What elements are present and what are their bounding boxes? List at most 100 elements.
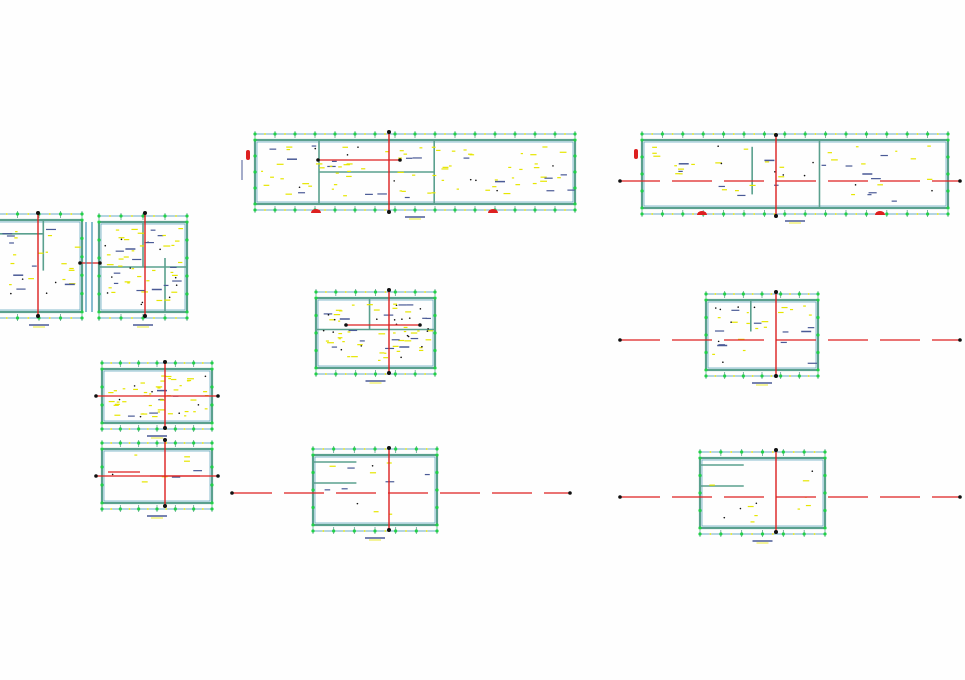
grid-dot	[473, 132, 477, 136]
grid-dot	[640, 189, 644, 193]
fixture-mark	[10, 292, 12, 295]
hatch-mark	[131, 215, 133, 217]
hatch-mark	[183, 428, 186, 430]
exterior-wall	[0, 218, 84, 314]
grid-dot	[802, 532, 806, 536]
section-horizontal-right-middle	[618, 338, 962, 342]
plan-floor-top-right[interactable]	[640, 131, 950, 224]
grid-dot	[816, 298, 820, 302]
hatch-mark	[772, 451, 774, 453]
hatch-mark	[714, 375, 717, 377]
grid-dot	[640, 138, 644, 142]
grid-dot	[210, 367, 214, 371]
grid-dot	[741, 374, 745, 378]
grid-dot	[273, 132, 277, 136]
north-arrow-marker	[488, 209, 498, 213]
grid-dot	[719, 450, 723, 454]
grid-dot	[253, 170, 257, 174]
plan-floor-left-b[interactable]	[97, 213, 189, 328]
grid-dot	[210, 361, 214, 365]
grid-dot	[783, 132, 787, 136]
fixture-mark	[723, 516, 726, 519]
grid-dot	[100, 501, 104, 505]
hatch-mark	[712, 133, 715, 135]
grid-dot	[163, 214, 167, 218]
section-marker	[387, 210, 391, 214]
hatch-mark	[128, 442, 131, 444]
grid-dot	[719, 532, 723, 536]
grid-dot	[723, 292, 727, 296]
grid-dot	[823, 473, 827, 478]
grid-dot	[97, 256, 101, 260]
section-marker	[958, 495, 962, 499]
plan-floor-small-b[interactable]	[100, 440, 214, 519]
grid-dot	[313, 132, 317, 136]
hatch-mark	[807, 375, 810, 377]
grid-dot	[314, 366, 318, 370]
hatch-mark	[504, 133, 506, 135]
hatch-mark	[405, 530, 407, 532]
grid-dot	[803, 212, 807, 216]
plan-floor-left-a[interactable]	[0, 211, 84, 328]
grid-dot	[433, 331, 437, 335]
plan-floor-right-middle[interactable]	[704, 291, 820, 386]
plan-floor-middle[interactable]	[314, 289, 437, 384]
grid-dot	[119, 214, 123, 218]
fixture-mark	[421, 345, 423, 348]
plan-floor-bottom-middle[interactable]	[311, 446, 439, 541]
hatch-mark	[730, 533, 733, 535]
fixture-mark	[139, 415, 142, 418]
fixture-mark	[204, 375, 207, 378]
grid-dot	[864, 132, 869, 136]
section-vertical-small-b	[163, 438, 167, 508]
grid-dot	[704, 333, 708, 337]
grid-dot	[704, 315, 708, 320]
plan-floor-top-middle[interactable]	[253, 131, 577, 220]
section-marker	[94, 474, 98, 478]
fixture-mark	[395, 304, 398, 307]
grid-dot	[210, 465, 214, 469]
grid-dot	[100, 441, 104, 445]
fixture-mark	[393, 319, 396, 321]
grid-dot	[373, 132, 377, 136]
plan-floor-bottom-right[interactable]	[698, 449, 827, 544]
grid-dot	[210, 421, 214, 425]
hatch-mark	[504, 209, 506, 211]
hatch-mark	[304, 209, 306, 211]
fixture-mark	[314, 147, 317, 150]
hatch-mark	[772, 533, 774, 535]
grid-dot	[253, 208, 257, 212]
section-marker	[958, 179, 962, 183]
grid-dot	[413, 290, 417, 294]
grid-dot	[311, 488, 315, 492]
grid-dot	[314, 290, 318, 294]
grid-dot	[373, 372, 378, 376]
hatch-mark	[131, 317, 133, 319]
fixture-mark	[322, 329, 325, 332]
section-marker	[387, 288, 391, 292]
hatch-mark	[814, 213, 817, 215]
grid-dot	[314, 331, 318, 335]
hatch-mark	[153, 215, 155, 217]
grid-dot	[660, 132, 665, 136]
hatch-mark	[464, 133, 466, 135]
fixture-mark	[104, 244, 107, 247]
grid-dot	[681, 132, 685, 136]
hatch-mark	[751, 293, 754, 295]
hatch-mark	[671, 213, 674, 215]
fixture-mark	[133, 385, 136, 387]
plan-floor-small-a[interactable]	[100, 360, 214, 439]
section-marker	[618, 338, 622, 342]
grid-dot	[393, 132, 397, 136]
fixture-mark	[931, 189, 933, 192]
section-marker	[774, 133, 778, 137]
exterior-wall	[640, 138, 950, 210]
north-arrow-marker	[311, 209, 321, 213]
section-marker	[387, 446, 391, 450]
grid-dot	[185, 256, 189, 260]
section-marker	[774, 374, 778, 378]
grid-dot	[141, 214, 145, 218]
section-marker	[216, 394, 220, 398]
grid-dot	[413, 208, 417, 212]
